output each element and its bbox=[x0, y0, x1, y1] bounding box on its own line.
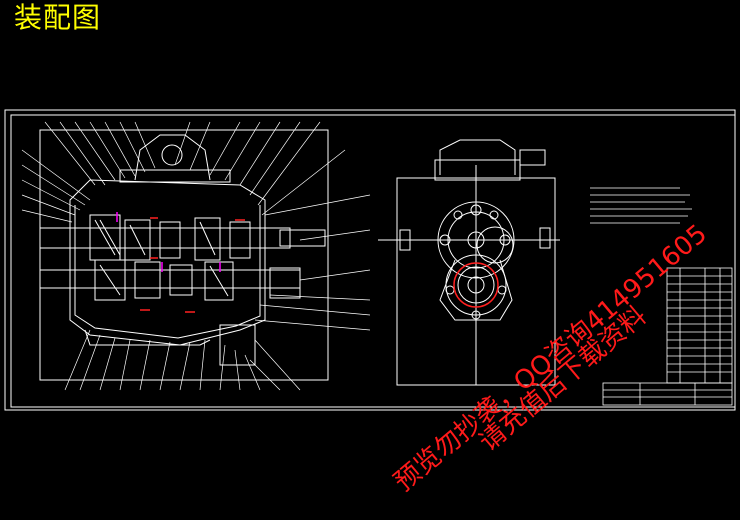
leader-lines-bottom bbox=[64, 329, 301, 391]
leader-lines-top bbox=[44, 121, 346, 216]
section-view bbox=[39, 129, 329, 381]
inner-frame bbox=[10, 114, 736, 408]
drawing-title: 装配图 bbox=[14, 1, 102, 34]
leader-lines-left bbox=[21, 149, 91, 223]
technical-notes bbox=[590, 187, 692, 224]
title-block bbox=[602, 382, 733, 406]
end-view bbox=[378, 139, 560, 386]
end-view-accents bbox=[453, 262, 499, 308]
section-accents bbox=[116, 212, 245, 313]
parts-list-table bbox=[666, 267, 733, 384]
leader-lines-right bbox=[254, 194, 371, 331]
